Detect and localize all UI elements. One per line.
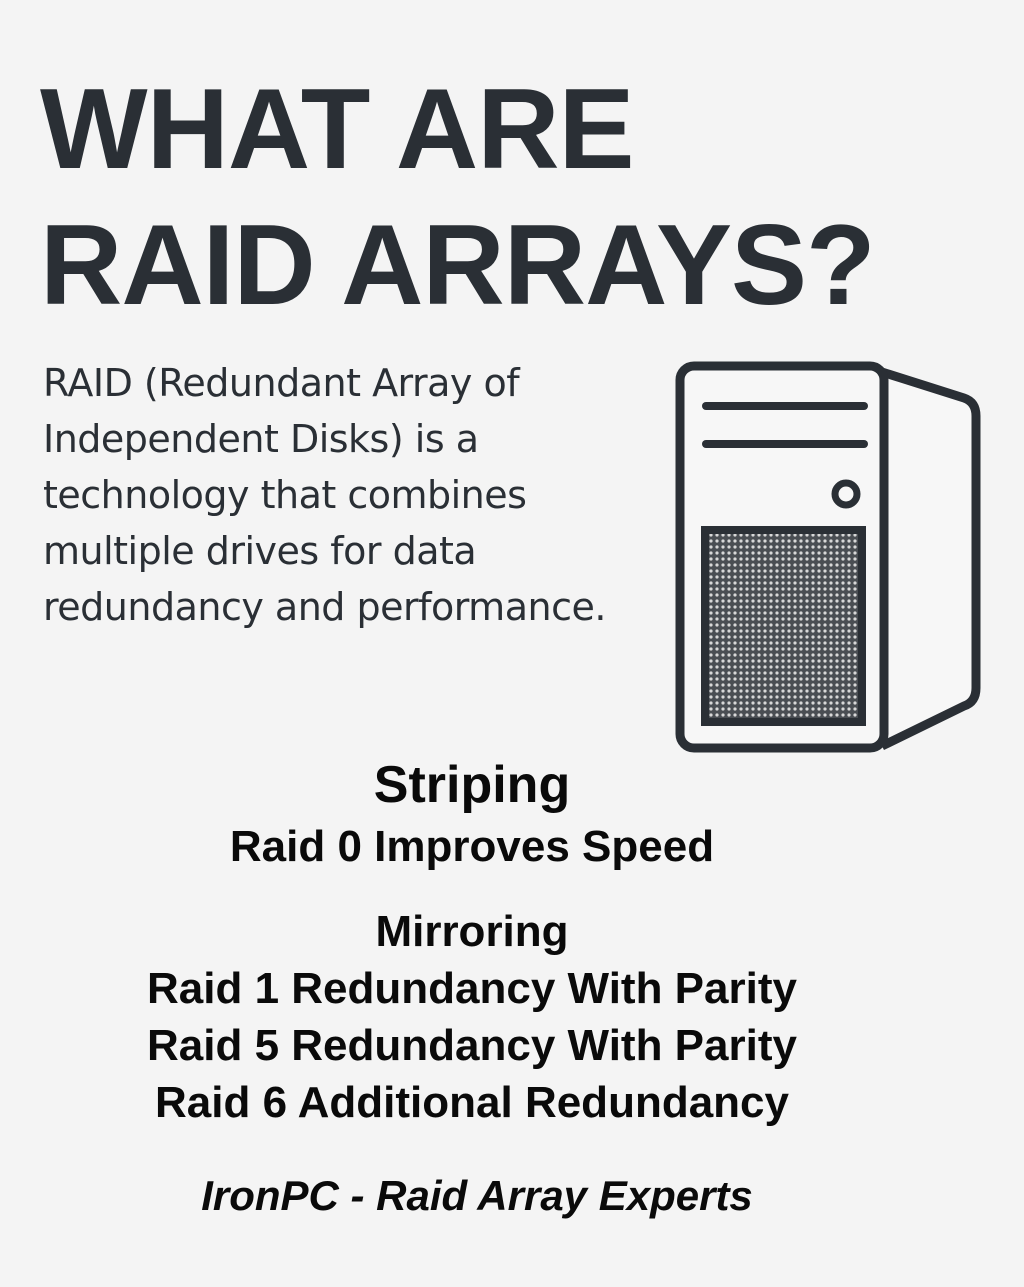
striping-heading: Striping (373, 756, 571, 814)
mirroring-item: Raid 1 Redundancy With Parity (147, 964, 797, 1013)
raid-levels-section: Striping Raid 0 Improves Speed Mirroring… (0, 752, 944, 1131)
striping-item: Raid 0 Improves Speed (229, 822, 715, 871)
intro-paragraph: RAID (Redundant Array of Independent Dis… (43, 361, 606, 629)
page-title: WHAT ARE RAID ARRAYS? (40, 62, 876, 334)
mirroring-item: Raid 6 Additional Redundancy (155, 1078, 789, 1127)
footer-tagline: IronPC - Raid Array Experts (201, 1172, 753, 1219)
title-line-2: RAID ARRAYS? (40, 202, 876, 329)
server-tower-icon (675, 361, 981, 753)
title-line-1: WHAT ARE (40, 66, 635, 193)
mirroring-item: Raid 5 Redundancy With Parity (147, 1021, 797, 1070)
mirroring-heading: Mirroring (375, 907, 569, 956)
